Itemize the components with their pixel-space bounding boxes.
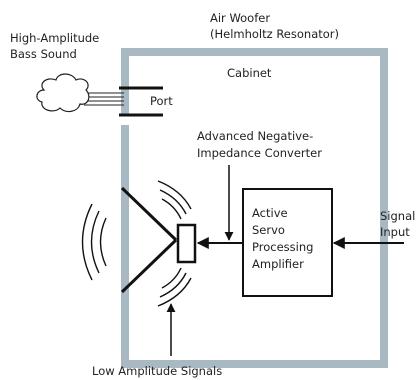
amplifier-label-line3: Processing <box>252 240 313 254</box>
converter-label-line1: Advanced Negative- <box>197 129 313 143</box>
airflow-lines <box>84 92 124 106</box>
amplifier-label-line2: Servo <box>252 223 285 237</box>
cabinet-wall <box>121 48 388 368</box>
air-woofer-label-line2: (Helmholtz Resonator) <box>210 27 339 41</box>
amplifier-label-line4: Amplifier <box>252 257 304 271</box>
lower-coil-waves <box>157 267 192 307</box>
air-woofer-label-line1: Air Woofer <box>210 11 270 25</box>
voice-coil-block <box>176 223 197 264</box>
sound-cloud-icon <box>36 73 90 113</box>
speaker-cone <box>120 186 178 294</box>
cabinet-label: Cabinet <box>227 66 272 80</box>
high-amplitude-label-line1: High-Amplitude <box>10 31 99 45</box>
outer-sound-waves <box>81 203 107 281</box>
cabinet-wall-main <box>121 48 388 368</box>
low-amplitude-label: Low Amplitude Signals <box>92 364 222 378</box>
upper-coil-waves <box>157 180 192 220</box>
signal-input-label-line1: Signal <box>380 209 415 223</box>
converter-label-line2: Impedance Converter <box>197 146 322 160</box>
high-amplitude-label-line2: Bass Sound <box>10 47 77 61</box>
port-label: Port <box>150 94 173 108</box>
signal-input-label-line2: Input <box>380 225 410 239</box>
amplifier-box <box>242 188 333 297</box>
amplifier-label-line1: Active <box>252 206 288 220</box>
port-tube <box>119 86 163 117</box>
